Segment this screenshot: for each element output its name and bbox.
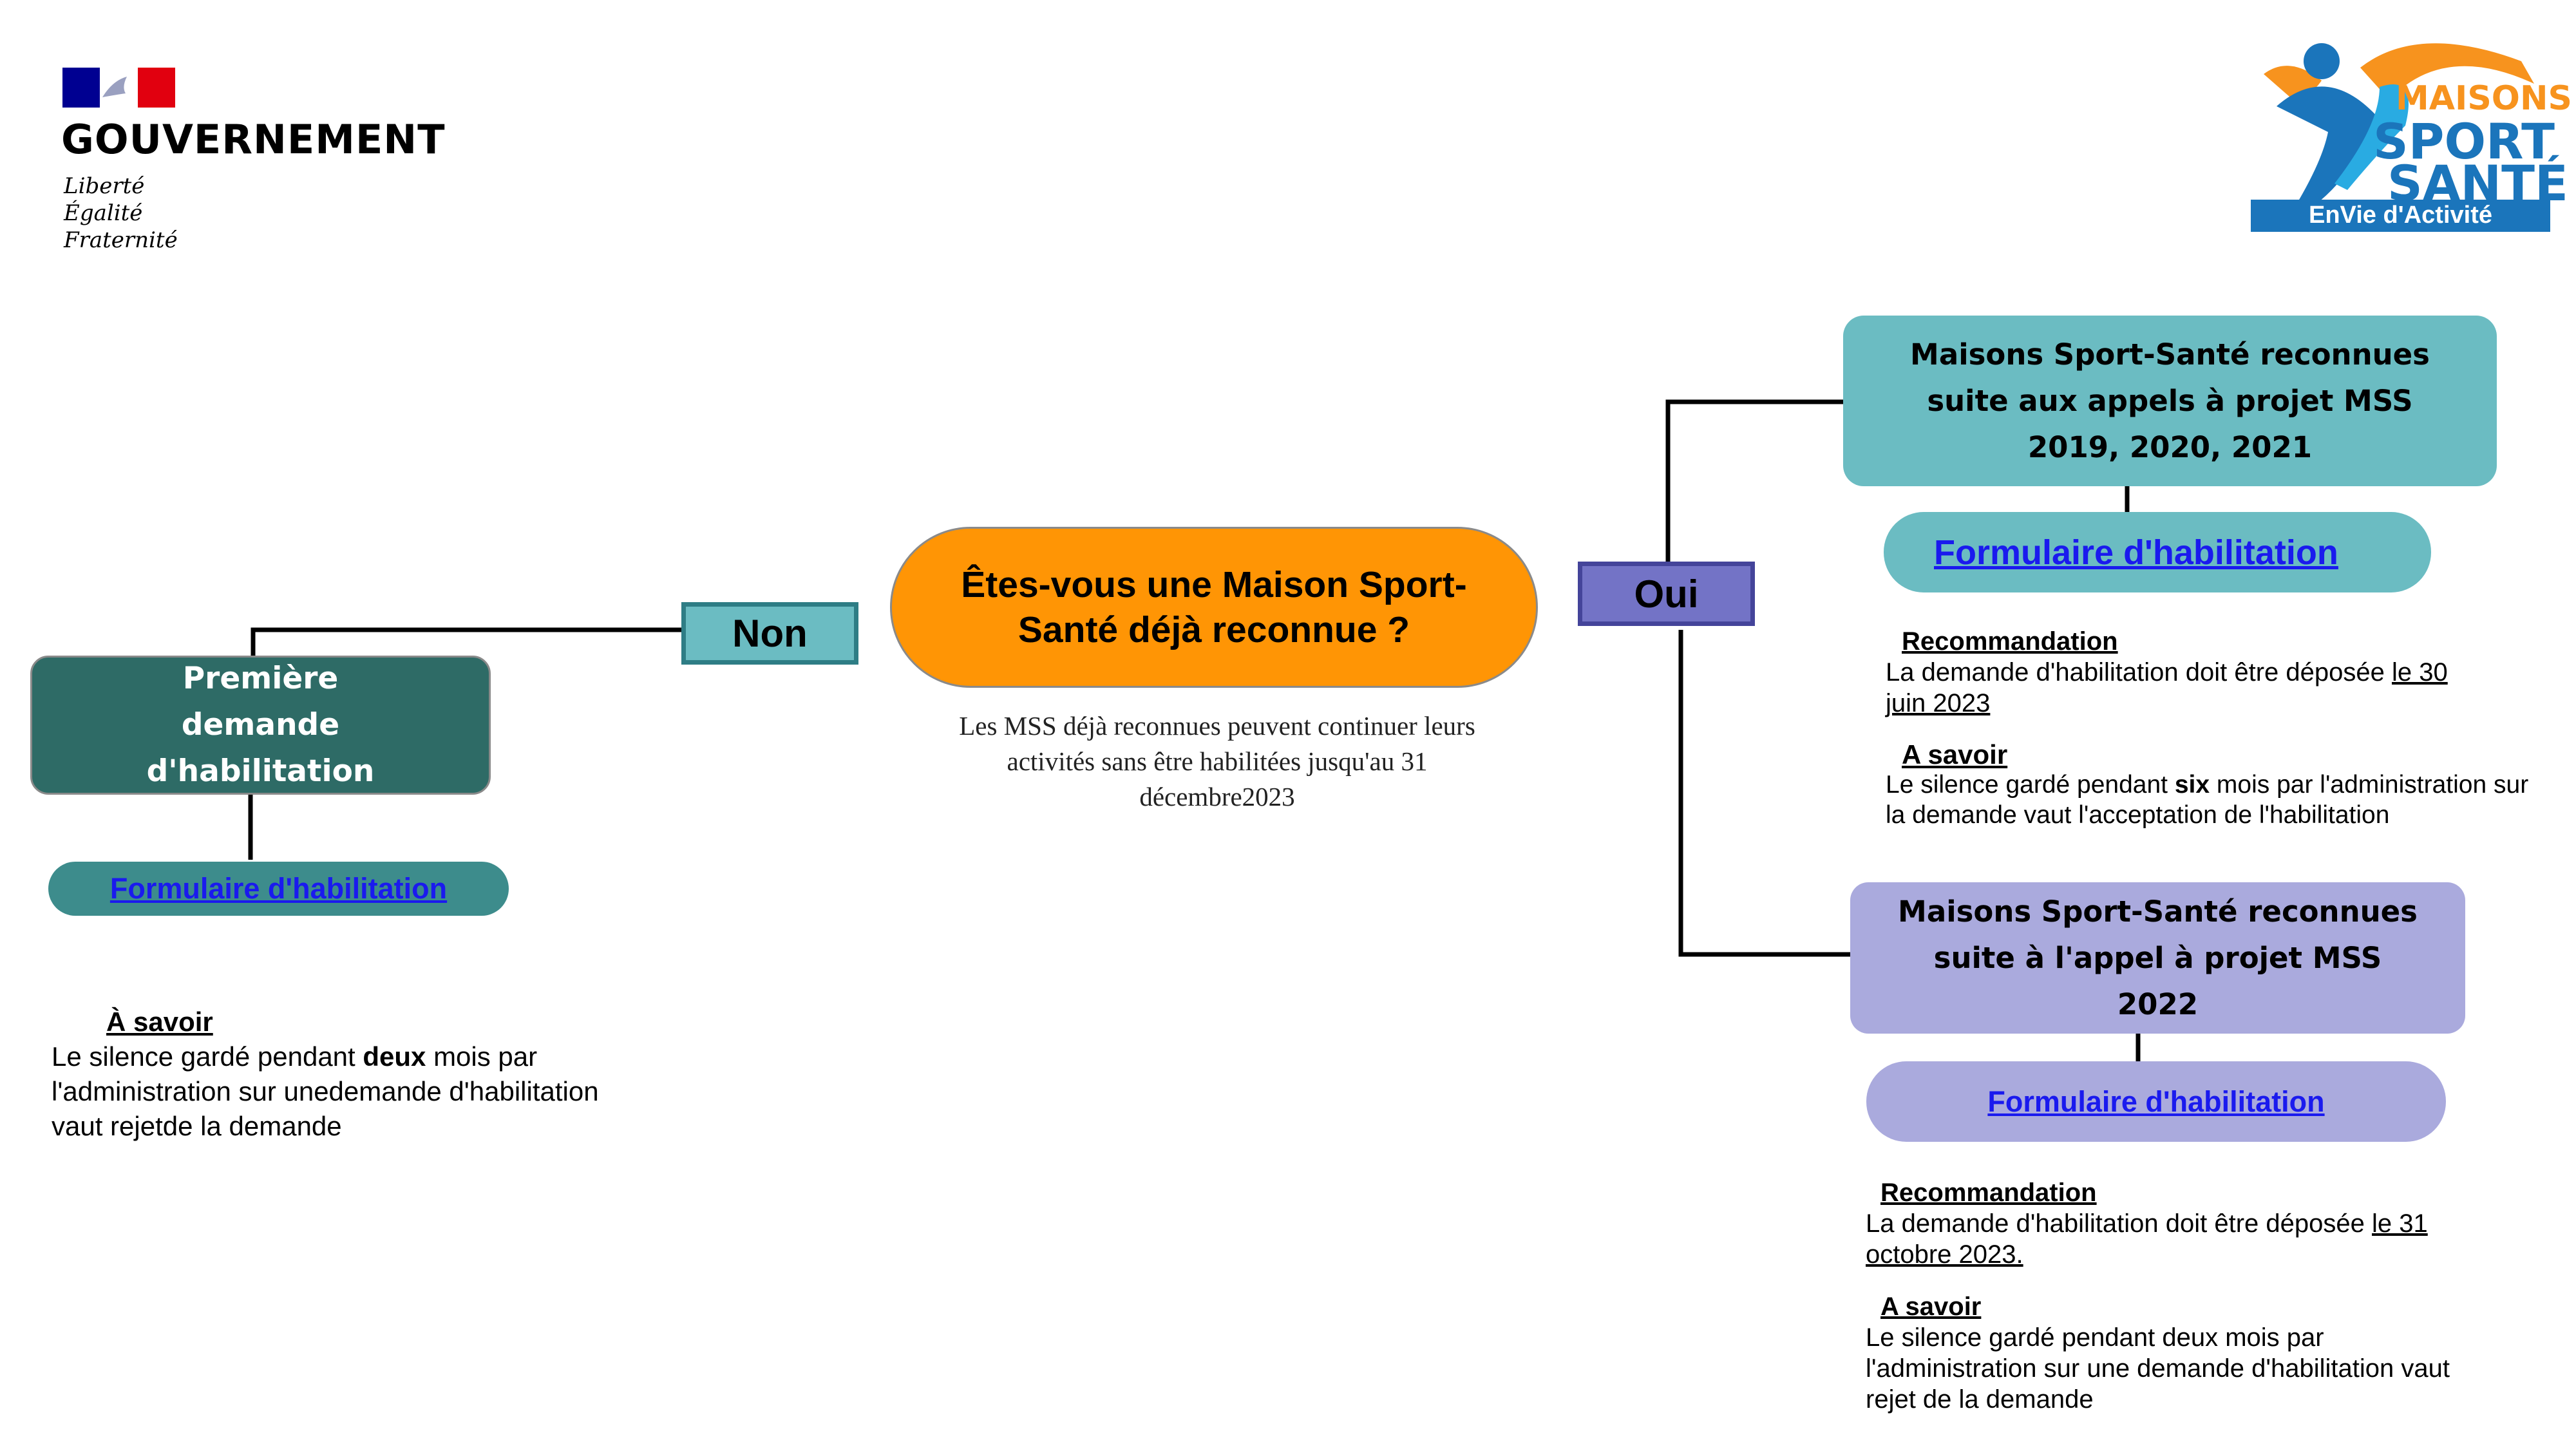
oui-form-pill-2: Formulaire d'habilitation [1866,1061,2446,1142]
non-info-bold: deux [363,1041,426,1072]
non-info-text: Le silence gardé pendant deux mois par l… [52,1041,599,1141]
oui-label-text: Oui [1634,572,1699,616]
non-info-title: À savoir [106,1007,213,1037]
oui-rec-1-text: La demande d'habilitation doit être dépo… [1886,658,2448,717]
oui-info-1-title: A savoir [1902,739,2008,770]
connector-oui-bottom [1678,630,1850,957]
motto-egalite: Égalité [64,200,143,226]
oui-box-2022: Maisons Sport-Santé reconnues suite à l'… [1850,882,2465,1034]
oui-info-1: A savoir Le silence gardé pendant six mo… [1886,739,2530,830]
non-info: À savoir Le silence gardé pendant deux m… [52,1005,605,1144]
oui-rec-1: Recommandation La demande d'habilitation… [1886,626,2491,719]
non-first-request-box: Première demande d'habilitation [30,656,491,795]
non-label: Non [681,602,858,665]
center-note: Les MSS déjà reconnues peuvent continuer… [959,711,1475,811]
oui-info-1-text: Le silence gardé pendant six mois par l'… [1886,771,2529,829]
oui-box-2019-2021-text: Maisons Sport-Santé reconnues suite aux … [1910,337,2430,464]
non-first-request-text: Première demande d'habilitation [146,661,375,789]
logo-sante: SANTÉ [2387,155,2568,212]
oui-rec-2-title: Recommandation [1880,1179,2097,1207]
mss-figure-icon [2251,43,2550,232]
oui-info-2: A savoir Le silence gardé pendant deux m… [1866,1291,2490,1415]
gov-title: GOUVERNEMENT [61,116,446,163]
motto-liberte: Liberté [64,173,145,199]
motto-fraternite: Fraternité [64,227,178,253]
oui-label: Oui [1578,562,1755,626]
oui-info-1-bold: six [2174,771,2210,799]
oui-form-pill-1: Formulaire d'habilitation [1884,512,2431,592]
oui-rec-2-date: le 31 octobre 2023. [1866,1209,2428,1269]
center-question: Êtes-vous une Maison Sport-Santé déjà re… [890,527,1538,688]
logo-maisons: MAISONS [2396,79,2572,118]
marianne-flag-icon [62,68,175,108]
logo-tagline: EnVie d'Activité [2309,202,2492,229]
logo-sport: SPORT [2373,113,2555,170]
mss-logo: MAISONS SPORT SANTÉ EnVie d'Activité [2251,23,2572,235]
oui-form-link-2[interactable]: Formulaire d'habilitation [1987,1084,2325,1118]
connector-oui-top [1665,399,1843,562]
gov-logo: GOUVERNEMENT Liberté Égalité Fraternité [61,26,448,258]
oui-rec-2-text: La demande d'habilitation doit être dépo… [1866,1209,2428,1269]
center-question-text: Êtes-vous une Maison Sport-Santé déjà re… [961,564,1467,650]
oui-rec-2: Recommandation La demande d'habilitation… [1866,1177,2445,1270]
non-form-link[interactable]: Formulaire d'habilitation [109,872,448,905]
non-form-pill: Formulaire d'habilitation [48,862,509,916]
oui-info-2-title: A savoir [1880,1293,1982,1321]
gov-motto: Liberté Égalité Fraternité [64,173,178,254]
oui-form-link-1[interactable]: Formulaire d'habilitation [1934,533,2338,572]
non-label-text: Non [732,612,808,655]
oui-box-2019-2021: Maisons Sport-Santé reconnues suite aux … [1843,316,2497,486]
oui-box-2022-text: Maisons Sport-Santé reconnues suite à l'… [1898,894,2418,1021]
oui-rec-1-title: Recommandation [1902,627,2118,656]
oui-rec-1-date: le 30 juin 2023 [1886,658,2448,717]
oui-info-2-text: Le silence gardé pendant deux mois par l… [1866,1323,2450,1414]
